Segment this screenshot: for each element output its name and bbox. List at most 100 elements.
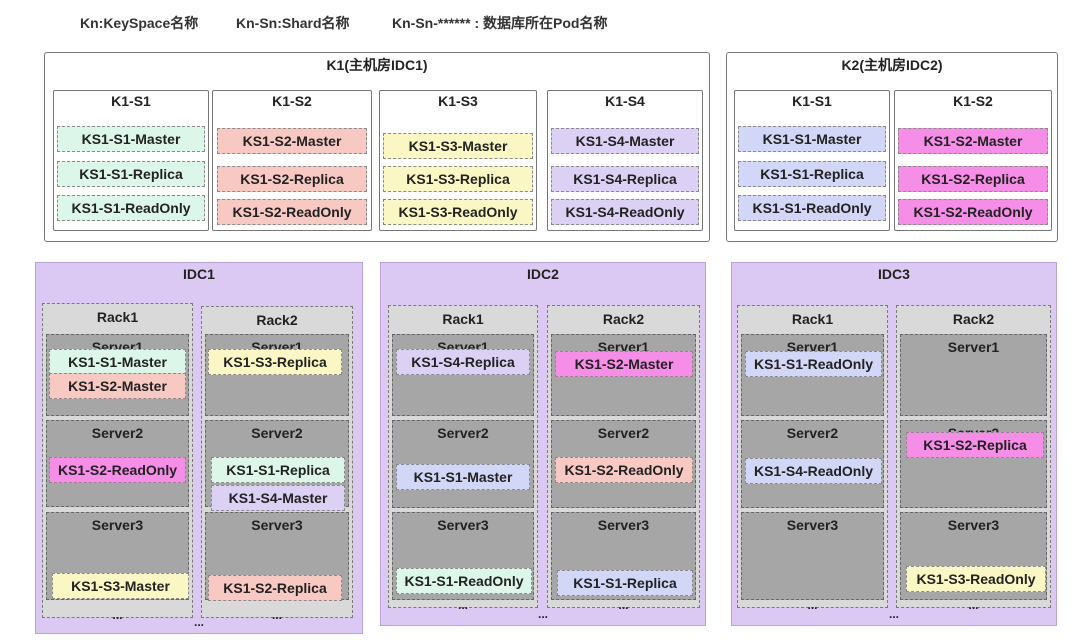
pod-ks1-s2-master: KS1-S2-Master: [217, 128, 367, 154]
keyspace-k1: K1(主机房IDC1) K1-S1 KS1-S1-Master KS1-S1-R…: [44, 52, 710, 242]
shard-title: K1-S1: [111, 93, 151, 109]
server-title: Server2: [251, 425, 303, 441]
pod-ks1-s3-readonly: KS1-S3-ReadOnly: [383, 199, 533, 225]
pod-ks2-s2-master: KS1-S2-Master: [898, 128, 1048, 154]
server-1: Server1 KS1-S1-Master KS1-S2-Master: [46, 334, 189, 416]
pod-ks1-s3-replica: KS1-S3-Replica: [208, 349, 342, 375]
rack-more: ...: [457, 598, 468, 612]
server-2: Server2 KS1-S1-Master: [392, 420, 534, 508]
pod-ks1-s4-readonly: KS1-S4-ReadOnly: [745, 458, 882, 484]
pod-ks1-s4-replica: KS1-S4-Replica: [551, 166, 699, 192]
idc-more: ...: [193, 615, 204, 629]
idc-title: IDC1: [183, 266, 215, 282]
rack-2: Rack2 Server1 KS1-S2-Master Server2 KS1-…: [547, 305, 700, 612]
pod-ks1-s1-readonly: KS1-S1-ReadOnly: [745, 351, 882, 377]
shard-k1-s4: K1-S4 KS1-S4-Master KS1-S4-Replica KS1-S…: [547, 90, 703, 231]
pod-ks1-s1-readonly: KS1-S1-ReadOnly: [396, 568, 532, 594]
pod-ks2-s1-readonly: KS1-S1-ReadOnly: [738, 195, 886, 221]
rack-title: Rack2: [256, 312, 298, 328]
rack-2: Rack2 Server1 KS1-S3-Replica Server2 KS1…: [201, 306, 353, 622]
server-3: Server3 KS1-S3-Master: [46, 512, 189, 600]
server-2: Server2 KS1-S2-ReadOnly: [551, 420, 696, 508]
server-2: Server2 KS1-S1-Replica KS1-S4-Master: [205, 420, 349, 511]
server-title: Server3: [437, 517, 489, 533]
keyspace-k2: K2(主机房IDC2) K1-S1 KS1-S1-Master KS1-S1-R…: [726, 52, 1058, 242]
pod-ks1-s1-master: KS1-S1-Master: [57, 126, 205, 152]
idc-title: IDC3: [878, 266, 910, 282]
pod-ks1-s2-readonly: KS1-S2-ReadOnly: [217, 199, 367, 225]
server-1: Server1 KS1-S4-Replica: [392, 334, 534, 416]
idc-3: IDC3 Rack1 Server1 KS1-S1-ReadOnly Serve…: [731, 262, 1057, 626]
rack-more: ...: [968, 598, 979, 612]
rack-more: ...: [271, 608, 282, 622]
pod-ks2-s1-replica: KS1-S1-Replica: [738, 161, 886, 187]
pod-ks1-s2-readonly: KS1-S2-ReadOnly: [555, 457, 693, 483]
idc-more: ...: [888, 607, 899, 621]
pod-ks1-s2-replica: KS1-S2-Replica: [906, 432, 1044, 458]
pod-ks1-s1-replica: KS1-S1-Replica: [211, 457, 345, 483]
server-1: Server1 KS1-S1-ReadOnly: [741, 334, 884, 416]
server-title: Server3: [251, 517, 303, 533]
pod-ks1-s4-readonly: KS1-S4-ReadOnly: [551, 199, 699, 225]
pod-ks1-s2-master: KS1-S2-Master: [555, 351, 693, 377]
idc-title: IDC2: [527, 266, 559, 282]
pod-ks1-s3-master: KS1-S3-Master: [52, 573, 189, 599]
shard-k2-s1: K1-S1 KS1-S1-Master KS1-S1-Replica KS1-S…: [734, 90, 890, 231]
shard-title: K1-S1: [792, 93, 832, 109]
rack-more: ...: [112, 608, 123, 622]
rack-title: Rack1: [442, 311, 484, 327]
idc-1: IDC1 Rack1 Server1 KS1-S1-Master KS1-S2-…: [35, 262, 363, 634]
rack-more: ...: [807, 598, 818, 612]
rack-title: Rack1: [791, 311, 834, 327]
rack-1: Rack1 Server1 KS1-S1-Master KS1-S2-Maste…: [42, 303, 193, 622]
shard-title: K1-S2: [953, 93, 993, 109]
pod-ks1-s4-master: KS1-S4-Master: [551, 128, 699, 154]
shard-k2-s2: K1-S2 KS1-S2-Master KS1-S2-Replica KS1-S…: [894, 90, 1052, 231]
pod-ks1-s1-master: KS1-S1-Master: [396, 464, 530, 490]
rack-title: Rack1: [96, 309, 139, 325]
server-title: Server2: [437, 425, 489, 441]
server-title: Server3: [597, 517, 650, 533]
server-3: Server3 KS1-S1-ReadOnly: [392, 512, 534, 600]
server-title: Server1: [947, 339, 1000, 355]
server-1: Server1 KS1-S3-Replica: [205, 334, 349, 416]
pod-ks2-s1-master: KS1-S1-Master: [738, 126, 886, 152]
pod-ks1-s3-readonly: KS1-S3-ReadOnly: [906, 566, 1046, 592]
pod-ks1-s1-master: KS1-S1-Master: [49, 349, 186, 375]
keyspace-title: K2(主机房IDC2): [841, 57, 943, 73]
rack-more: ...: [618, 598, 629, 612]
pod-ks1-s4-master: KS1-S4-Master: [211, 485, 345, 511]
rack-2: Rack2 Server1 Server2 KS1-S2-Replica Ser…: [896, 305, 1051, 612]
server-title: Server3: [91, 517, 144, 533]
pod-ks1-s2-readonly: KS1-S2-ReadOnly: [49, 457, 186, 483]
keyspace-title: K1(主机房IDC1): [326, 57, 428, 73]
shard-k1-s1: K1-S1 KS1-S1-Master KS1-S1-Replica KS1-S…: [53, 90, 209, 231]
legend-shard: Kn-Sn:Shard名称: [236, 15, 350, 31]
server-3: Server3 KS1-S1-Replica: [551, 512, 696, 600]
shard-k1-s3: K1-S3 KS1-S3-Master KS1-S3-Replica KS1-S…: [379, 90, 537, 231]
server-title: Server3: [947, 517, 1000, 533]
rack-1: Rack1 Server1 KS1-S1-ReadOnly Server2 KS…: [737, 305, 888, 612]
idc-2: IDC2 Rack1 Server1 KS1-S4-Replica Server…: [380, 262, 706, 626]
shard-title: K1-S2: [272, 93, 312, 109]
server-2: Server2 KS1-S4-ReadOnly: [741, 420, 884, 508]
pod-ks1-s3-master: KS1-S3-Master: [383, 133, 533, 159]
pod-ks2-s2-readonly: KS1-S2-ReadOnly: [898, 199, 1048, 225]
pod-ks1-s2-master: KS1-S2-Master: [49, 373, 186, 399]
pod-ks1-s2-replica: KS1-S2-Replica: [217, 166, 367, 192]
pod-ks1-s4-replica: KS1-S4-Replica: [396, 349, 530, 375]
rack-title: Rack2: [952, 311, 995, 327]
server-title: Server2: [786, 425, 839, 441]
server-title: Server3: [786, 517, 839, 533]
legend-pod: Kn-Sn-****** : 数据库所在Pod名称: [392, 15, 608, 31]
server-2: Server2 KS1-S2-ReadOnly: [46, 420, 189, 507]
pod-ks1-s1-readonly: KS1-S1-ReadOnly: [57, 195, 205, 221]
server-title: Server2: [91, 425, 144, 441]
server-1: Server1 KS1-S2-Master: [551, 334, 696, 416]
server-3: Server3 KS1-S3-ReadOnly: [900, 512, 1047, 600]
shard-title: K1-S3: [438, 93, 478, 109]
pod-ks1-s1-replica: KS1-S1-Replica: [557, 570, 693, 596]
pod-ks1-s3-replica: KS1-S3-Replica: [383, 166, 533, 192]
pod-ks1-s2-replica: KS1-S2-Replica: [208, 575, 342, 601]
idc-more: ...: [537, 607, 548, 621]
